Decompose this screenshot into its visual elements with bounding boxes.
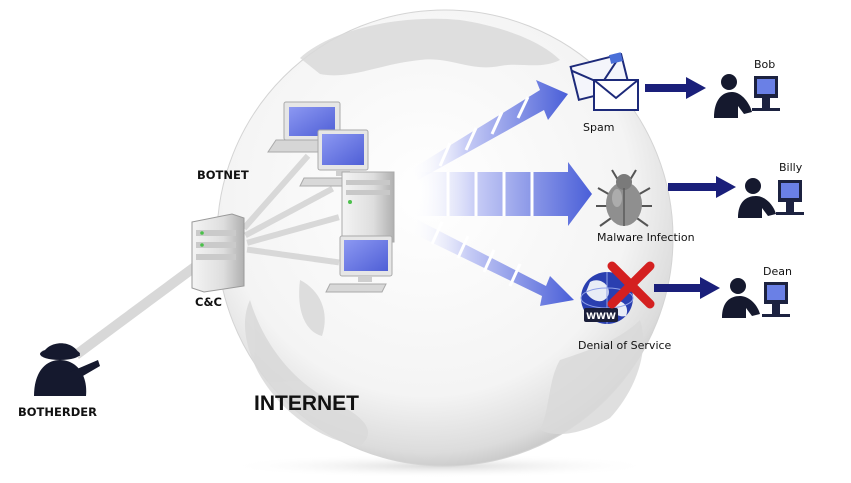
arrow-to-billy — [668, 176, 736, 198]
bob-label: Bob — [754, 58, 776, 71]
cnc-server — [191, 213, 245, 293]
botherder-label: BOTHERDER — [18, 405, 97, 419]
internet-label: INTERNET — [254, 392, 359, 415]
person-at-computer-icon-billy — [738, 178, 804, 218]
malware-label: Malware Infection — [597, 231, 695, 244]
control-links — [73, 153, 340, 359]
hooded-hacker-icon — [34, 343, 100, 396]
spam-label: Spam — [583, 121, 615, 134]
botnet-monitor-2 — [325, 235, 393, 293]
billy-label: Billy — [779, 161, 803, 174]
x-mark-icon — [607, 261, 655, 309]
cnc-label: C&C — [195, 295, 222, 309]
victim-arrows — [645, 77, 736, 299]
ray-malware — [412, 162, 592, 226]
dean-label: Dean — [763, 265, 792, 278]
person-at-computer-icon-dean — [722, 278, 790, 318]
botnet-label: BOTNET — [197, 168, 249, 182]
globe-www-icon: WWW — [580, 272, 634, 324]
ray-dos — [410, 220, 574, 306]
botnet-server — [341, 171, 395, 243]
person-at-computer-icon-bob — [714, 74, 780, 118]
dos-label: Denial of Service — [578, 339, 672, 352]
arrow-to-bob — [645, 77, 706, 99]
bug-icon — [596, 169, 652, 227]
attack-rays — [410, 80, 592, 306]
ray-spam — [410, 80, 568, 180]
www-text: WWW — [586, 312, 616, 322]
envelopes-icon — [569, 52, 639, 111]
arrow-to-dean — [654, 277, 720, 299]
